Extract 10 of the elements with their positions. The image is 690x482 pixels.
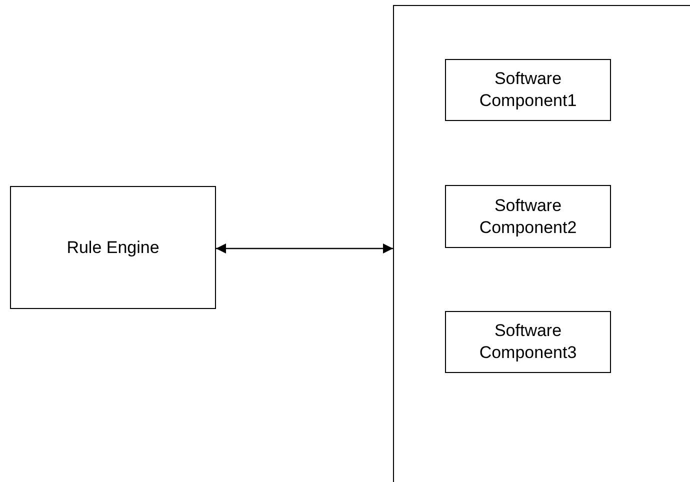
component-box [10,186,216,309]
component-box [445,311,611,373]
double-arrow [216,244,393,254]
box-label: Software Component3 [478,320,578,364]
box-label: Rule Engine [66,236,160,258]
container-panel [393,5,690,482]
component-box [445,59,611,121]
component-box [445,185,611,248]
box-label: Software Component2 [478,194,578,238]
box-label: Software Component1 [478,68,578,112]
